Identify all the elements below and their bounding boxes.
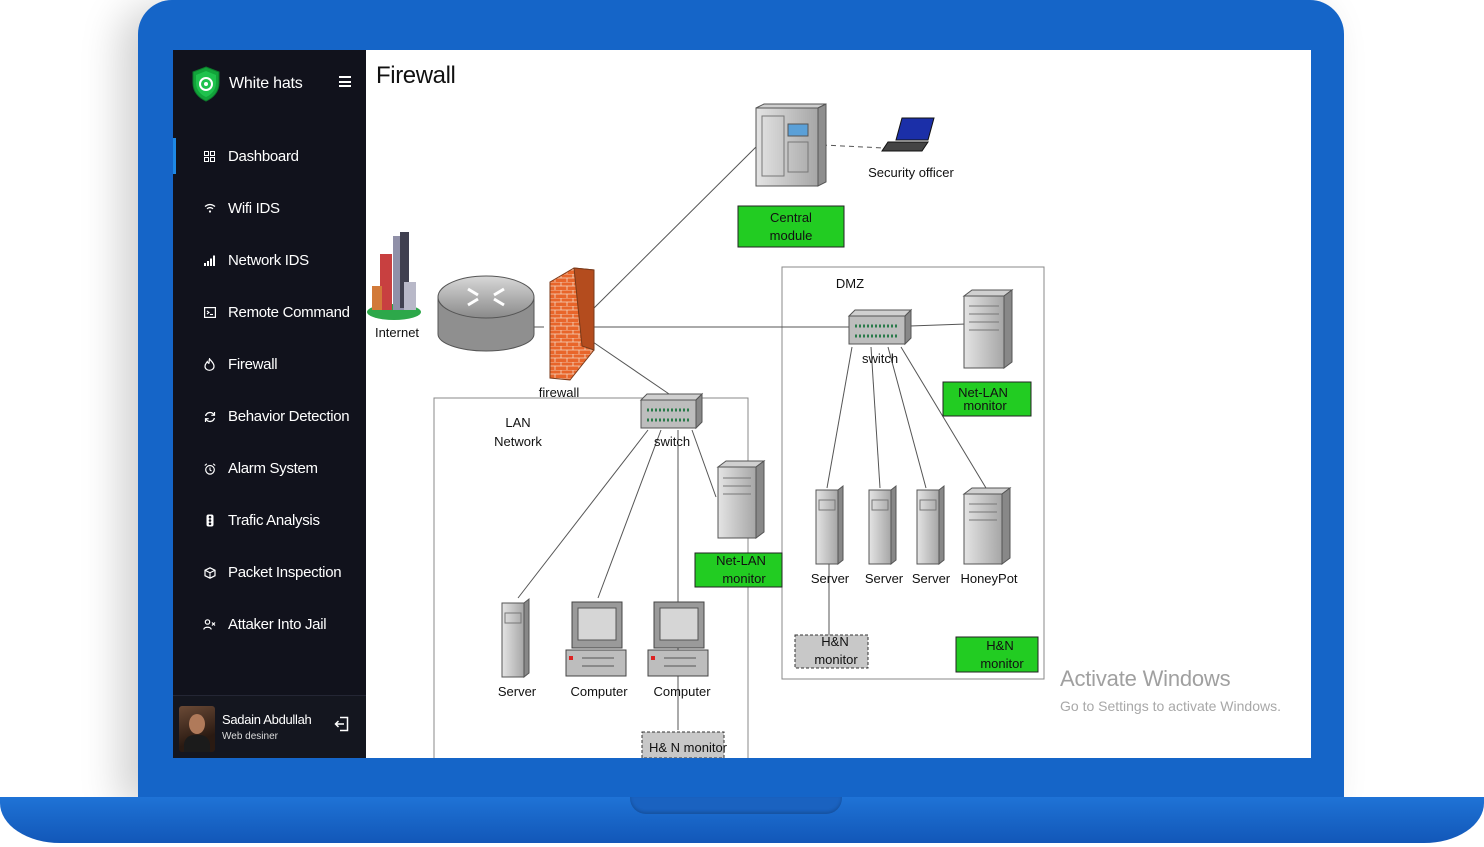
activate-windows-subtitle: Go to Settings to activate Windows. xyxy=(1060,698,1281,714)
router-icon xyxy=(437,275,535,352)
lan-netlan-label: Net-LAN xyxy=(716,553,766,568)
refresh-icon xyxy=(203,410,216,423)
dmz-hn-label: H&N xyxy=(821,634,848,649)
firewall-brick-icon xyxy=(549,267,595,381)
security-officer-laptop-icon xyxy=(881,117,935,152)
lan-computer-1-icon xyxy=(565,601,627,677)
sidebar-item-wifi-ids[interactable]: Wifi IDS xyxy=(173,182,366,234)
sidebar-item-label: Packet Inspection xyxy=(228,564,342,582)
lan-netlan-label: monitor xyxy=(722,571,766,586)
activate-windows-title: Activate Windows xyxy=(1060,666,1231,691)
sidebar-item-alarm-system[interactable]: Alarm System xyxy=(173,443,366,495)
sidebar-item-label: Behavior Detection xyxy=(228,408,350,426)
dmz-monitor-server-icon xyxy=(962,289,1014,369)
honeypot-hn-monitor-box xyxy=(955,636,1039,673)
sidebar: White hats Dashboard Wifi IDS xyxy=(173,50,366,758)
dmz-netlan-label: Net-LAN xyxy=(958,385,1008,400)
avatar[interactable] xyxy=(179,706,215,752)
sidebar-item-label: Trafic Analysis xyxy=(228,512,320,530)
dmz-switch-label: switch xyxy=(862,351,898,366)
laptop-notch xyxy=(630,797,842,814)
user-x-icon xyxy=(203,618,216,631)
traffic-light-icon xyxy=(203,514,216,527)
dmz-server-2-icon xyxy=(868,484,897,566)
app-name: White hats xyxy=(229,75,303,92)
central-module-box xyxy=(737,205,845,248)
sidebar-item-packet-inspection[interactable]: Packet Inspection xyxy=(173,547,366,599)
lan-switch-label: switch xyxy=(654,434,690,449)
user-role: Web desiner xyxy=(222,731,278,742)
central-module-computer xyxy=(755,103,827,187)
lan-hn-label: H& N monitor xyxy=(649,740,728,755)
computer-label: Computer xyxy=(653,684,711,699)
user-profile: Sadain Abdullah Web desiner xyxy=(173,695,366,758)
laptop-screen: White hats Dashboard Wifi IDS xyxy=(173,50,1311,758)
central-module-label: module xyxy=(770,228,813,243)
lan-netlan-monitor-box xyxy=(694,552,783,588)
sidebar-item-label: Remote Command xyxy=(228,303,350,321)
honeypot-hn-label: monitor xyxy=(980,656,1024,671)
sidebar-item-trafic-analysis[interactable]: Trafic Analysis xyxy=(173,495,366,547)
sidebar-item-firewall[interactable]: Firewall xyxy=(173,338,366,390)
user-name: Sadain Abdullah xyxy=(222,712,312,727)
sidebar-item-remote-command[interactable]: Remote Command xyxy=(173,286,366,338)
logout-icon[interactable] xyxy=(334,716,350,732)
grid-icon xyxy=(203,150,216,163)
sidebar-item-label: Attaker Into Jail xyxy=(228,616,327,634)
dmz-hn-monitor-dashed-box xyxy=(794,634,869,669)
honeypot-hn-label: H&N xyxy=(986,638,1013,653)
internet-city-icon xyxy=(367,232,421,320)
sidebar-item-dashboard[interactable]: Dashboard xyxy=(173,130,366,182)
sidebar-item-network-ids[interactable]: Network IDS xyxy=(173,234,366,286)
dmz-server-3-icon xyxy=(916,484,945,566)
server-label: Server xyxy=(811,571,850,586)
lan-label: Network xyxy=(494,434,542,449)
dmz-zone xyxy=(781,266,1045,680)
dmz-switch-icon xyxy=(847,308,913,346)
brand[interactable]: White hats xyxy=(191,64,303,104)
alarm-clock-icon xyxy=(203,462,216,475)
central-module-label: Central xyxy=(770,210,812,225)
lan-switch-icon xyxy=(639,392,704,430)
lan-server-icon xyxy=(501,597,530,679)
honeypot-server-icon xyxy=(962,487,1012,565)
menu-toggle-icon[interactable] xyxy=(339,76,351,87)
sidebar-nav: Dashboard Wifi IDS Network IDS xyxy=(173,130,366,651)
wifi-icon xyxy=(203,202,216,215)
page-title: Firewall xyxy=(376,62,456,89)
security-officer-label: Security officer xyxy=(868,165,954,180)
firewall-label: firewall xyxy=(539,385,580,400)
dmz-hn-label: monitor xyxy=(814,652,858,667)
signal-bars-icon xyxy=(203,254,216,267)
sidebar-item-label: Firewall xyxy=(228,355,278,373)
shield-logo-icon xyxy=(192,66,220,102)
dmz-netlan-monitor-box xyxy=(942,381,1032,417)
terminal-icon xyxy=(203,306,216,319)
lan-computer-2-icon xyxy=(647,601,709,677)
sidebar-item-label: Dashboard xyxy=(228,147,299,165)
honeypot-label: HoneyPot xyxy=(960,571,1017,586)
lan-monitor-server-icon xyxy=(716,460,766,539)
connection-lines xyxy=(517,144,987,730)
server-label: Server xyxy=(865,571,904,586)
flame-icon xyxy=(203,357,216,371)
sidebar-item-label: Alarm System xyxy=(228,460,318,478)
server-label: Server xyxy=(912,571,951,586)
sidebar-item-attaker-into-jail[interactable]: Attaker Into Jail xyxy=(173,599,366,651)
sidebar-item-label: Wifi IDS xyxy=(228,199,280,217)
firewall-network-diagram: Central module Security officer Internet xyxy=(367,103,1045,758)
internet-label: Internet xyxy=(375,325,419,340)
dmz-label: DMZ xyxy=(836,276,864,291)
sidebar-item-behavior-detection[interactable]: Behavior Detection xyxy=(173,390,366,442)
sidebar-item-label: Network IDS xyxy=(228,251,309,269)
dmz-server-1-icon xyxy=(815,484,844,566)
dmz-netlan-label: monitor xyxy=(963,398,1007,413)
lan-hn-monitor-dashed-box xyxy=(641,731,725,758)
computer-label: Computer xyxy=(570,684,628,699)
package-icon xyxy=(203,566,216,579)
lan-label: LAN xyxy=(505,415,530,430)
server-label: Server xyxy=(498,684,537,699)
